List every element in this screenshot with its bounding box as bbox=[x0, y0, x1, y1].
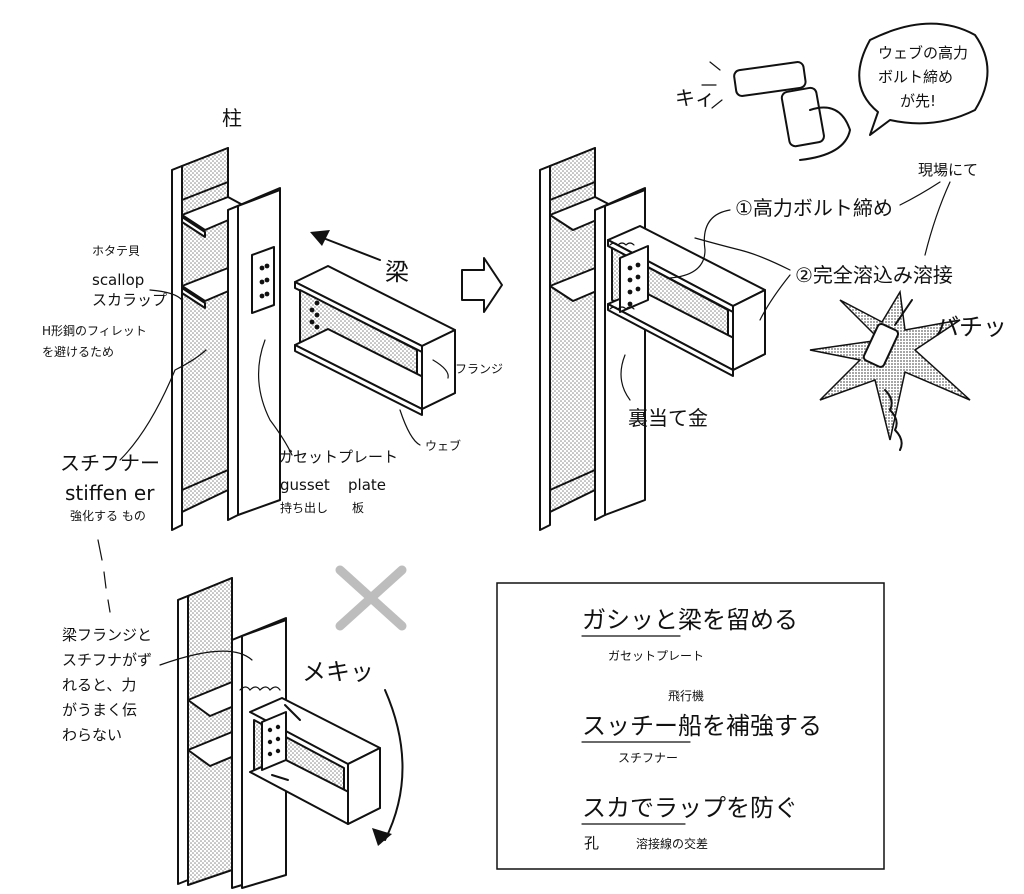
gusset-plate bbox=[251, 246, 275, 314]
beam-illustration bbox=[294, 265, 456, 416]
fail-line-2: スチフナがず bbox=[62, 651, 152, 669]
label-web: ウェブ bbox=[425, 438, 461, 453]
failure-beam bbox=[239, 686, 381, 825]
assembled-column bbox=[539, 147, 646, 531]
fail-line-5: わらない bbox=[62, 726, 122, 744]
move-arrow bbox=[310, 230, 381, 261]
label-flange: フランジ bbox=[455, 362, 503, 376]
leader-stiffener bbox=[119, 349, 207, 461]
leader-fail bbox=[159, 650, 253, 666]
assembled-beam bbox=[607, 225, 766, 377]
memo-line-3-sub-1: 孔 bbox=[584, 834, 599, 852]
label-scallop-jp: ホタテ貝 bbox=[92, 244, 140, 258]
label-gusset-note-2: 板 bbox=[352, 501, 364, 515]
sfx-bolt: キィ bbox=[675, 86, 715, 110]
leader-backing bbox=[620, 354, 631, 401]
transition-arrow bbox=[461, 257, 503, 313]
panel-assembled-connection: ①高力ボルト締め ②完全溶込み溶接 現場にて 裏当て金 bbox=[539, 147, 978, 531]
motion-lines bbox=[701, 61, 723, 109]
label-stiffener-note: 強化する もの bbox=[70, 509, 146, 523]
memo-line-2: スッチー船を補強する bbox=[582, 712, 822, 740]
label-step2: ②完全溶込み溶接 bbox=[795, 263, 953, 287]
leader-web bbox=[399, 409, 421, 446]
speech-line-3: が先! bbox=[900, 92, 936, 110]
arrow-onsite-2 bbox=[924, 181, 951, 256]
leader-step2a bbox=[694, 237, 791, 271]
label-onsite: 現場にて bbox=[918, 161, 978, 179]
label-scallop-en: scallop bbox=[92, 271, 144, 289]
cross-mark bbox=[335, 565, 407, 631]
fail-line-3: れると、力 bbox=[62, 676, 136, 694]
leader-flange bbox=[432, 359, 449, 379]
bolt-gun-sketch: キィ bbox=[675, 61, 851, 161]
leader-step1 bbox=[669, 209, 731, 279]
label-stiffener-kana: スチフナー bbox=[60, 451, 160, 475]
sfx-crack: メキッ bbox=[302, 658, 374, 686]
speech-line-1: ウェブの高力 bbox=[878, 44, 968, 62]
memo-line-3: スカでラップを防ぐ bbox=[582, 794, 798, 822]
sfx-weld: バチッ bbox=[935, 313, 1007, 341]
panel-failure: メキッ 梁フランジと スチフナがず れると、力 がうまく伝 わらない bbox=[62, 565, 407, 889]
speech-bubble: ウェブの高力 ボルト締め が先! bbox=[858, 22, 989, 136]
label-scallop-note-1: H形鋼のフィレット bbox=[42, 324, 147, 338]
memo-line-2-sub: スチフナー bbox=[618, 751, 678, 765]
label-gusset-en-2: plate bbox=[348, 476, 386, 494]
label-step1: ①高力ボルト締め bbox=[735, 196, 893, 220]
memo-line-2-ruby: 飛行機 bbox=[668, 688, 704, 703]
leader-gusset bbox=[258, 339, 293, 456]
label-scallop-note-2: を避けるため bbox=[42, 345, 114, 359]
label-column: 柱 bbox=[222, 106, 242, 130]
welding-spark-sketch: バチッ bbox=[809, 289, 1007, 451]
column-illustration bbox=[171, 147, 281, 531]
memo-line-3-sub-2: 溶接線の交差 bbox=[636, 836, 708, 851]
label-scallop-kana: スカラップ bbox=[92, 291, 167, 309]
memo-line-1: ガシッと梁を留める bbox=[582, 606, 798, 634]
fail-line-4: がうまく伝 bbox=[62, 701, 137, 719]
memo-line-1-sub: ガセットプレート bbox=[608, 649, 704, 663]
label-stiffener-en: stiffen er bbox=[65, 481, 155, 505]
arrow-onsite-1 bbox=[899, 181, 941, 206]
label-backing: 裏当て金 bbox=[628, 406, 708, 430]
rotation-arrow bbox=[384, 689, 404, 841]
label-gusset-note-1: 持ち出し bbox=[280, 500, 328, 515]
label-gusset-en-1: gusset bbox=[280, 476, 330, 494]
crack-mark bbox=[239, 686, 281, 691]
label-beam: 梁 bbox=[385, 258, 409, 286]
mnemonic-memo-box: ガシッと梁を留める ガセットプレート 飛行機 スッチー船を補強する スチフナー … bbox=[496, 582, 885, 870]
leader-scallop bbox=[149, 289, 183, 301]
label-gusset-kana: ガセットプレート bbox=[278, 448, 398, 466]
fail-line-1: 梁フランジと bbox=[62, 626, 152, 644]
panel-column-and-beam: 柱 梁 ホタテ貝 scallop スカラップ H形鋼のフィレット を避けるため … bbox=[42, 106, 503, 613]
speech-line-2: ボルト締め bbox=[878, 68, 953, 86]
dashed-connector bbox=[97, 539, 111, 613]
leader-step2b bbox=[759, 274, 791, 321]
